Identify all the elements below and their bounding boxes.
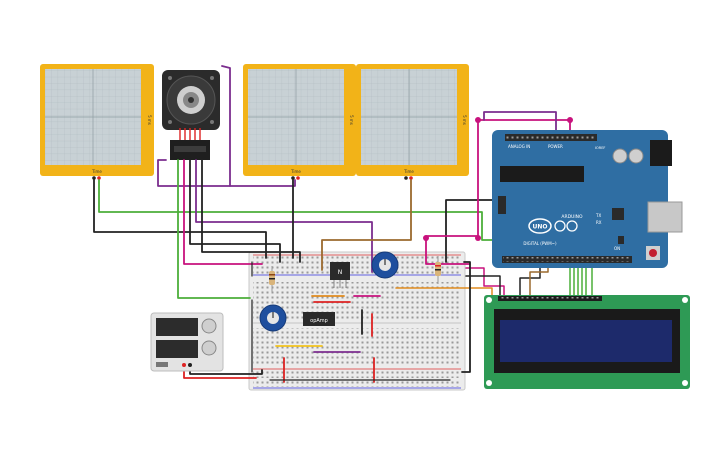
- potentiometer-2[interactable]: [259, 304, 287, 332]
- potentiometer-1[interactable]: [371, 251, 399, 279]
- wires[interactable]: [93, 65, 593, 383]
- arduino-uno[interactable]: POWER ANALOG IN IOREF UNO ARDUINO DIGITA…: [492, 130, 683, 268]
- scope-3-time-label: Time: [403, 169, 414, 174]
- scope-2-terminal[interactable]: [296, 176, 300, 180]
- breadboard[interactable]: [248, 251, 466, 391]
- transistor-label: N: [338, 269, 343, 276]
- on-led-label: ON: [614, 246, 620, 251]
- scope-2-time-label: Time: [290, 169, 301, 174]
- rx-label: RX: [596, 220, 602, 225]
- npn-transistor[interactable]: N: [330, 262, 350, 288]
- scope-2-timebase: 5 ms: [349, 115, 354, 125]
- rotary-encoder[interactable]: [162, 70, 220, 160]
- wire-node: [475, 235, 481, 241]
- scope-1-terminal[interactable]: [92, 176, 96, 180]
- power-supply[interactable]: [150, 312, 224, 372]
- scope-3-timebase: 5 ms: [462, 115, 467, 125]
- scope-3-terminal[interactable]: [409, 176, 413, 180]
- oscilloscope-2[interactable]: 5 ms Time: [243, 64, 356, 180]
- opamp-chip[interactable]: opAmp: [303, 312, 335, 326]
- scope-1-timebase: 5 ms: [147, 115, 152, 125]
- wire-node: [423, 235, 429, 241]
- tx-label: TX: [595, 213, 601, 218]
- wire-node: [567, 117, 573, 123]
- uno-logo: UNO: [533, 224, 548, 231]
- lcd-16x2[interactable]: [484, 295, 690, 389]
- wire-node: [475, 117, 481, 123]
- arduino-brand: ARDUINO: [561, 214, 583, 220]
- oscilloscope-3[interactable]: 5 ms Time: [356, 64, 469, 180]
- scope-1-time-label: Time: [91, 169, 102, 174]
- power-label: POWER: [548, 144, 563, 149]
- scope-3-terminal[interactable]: [404, 176, 408, 180]
- digital-header-label: DIGITAL (PWM~): [523, 241, 557, 246]
- resistor-1[interactable]: [269, 266, 275, 292]
- opamp-label: opAmp: [310, 318, 328, 324]
- resistor-2[interactable]: [435, 256, 441, 284]
- oscilloscope-1[interactable]: 5 ms Time: [40, 64, 154, 180]
- scope-1-terminal[interactable]: [97, 176, 101, 180]
- ioref-label: IOREF: [595, 146, 605, 150]
- scope-2-terminal[interactable]: [291, 176, 295, 180]
- analog-in-label: ANALOG IN: [508, 144, 530, 149]
